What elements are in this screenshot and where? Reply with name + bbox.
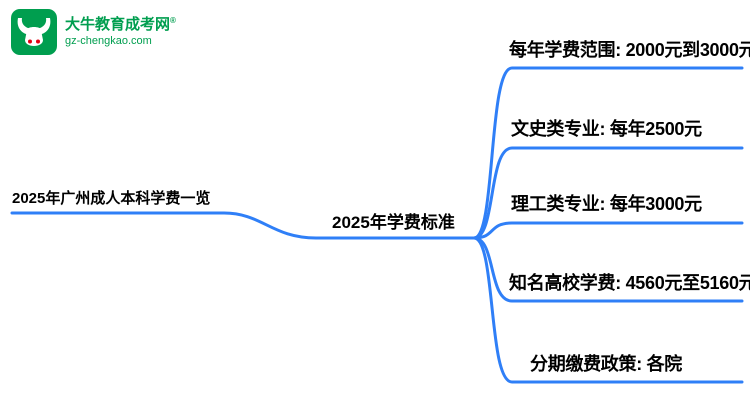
logo-url: gz-chengkao.com bbox=[65, 35, 152, 48]
branch-node-famous-universities[interactable]: 知名高校学费: 4560元至5160元 bbox=[509, 273, 750, 293]
logo-title: 大牛教育成考网® bbox=[65, 16, 176, 34]
site-logo[interactable]: 大牛教育成考网® gz-chengkao.com bbox=[10, 8, 176, 56]
connector-branch-2 bbox=[472, 146, 744, 240]
branch-node-tuition-range[interactable]: 每年学费范围: 2000元到3000元 bbox=[509, 40, 750, 60]
connector-branch-4 bbox=[472, 236, 744, 303]
registered-mark: ® bbox=[170, 16, 176, 26]
branch-node-installment-policy[interactable]: 分期缴费政策: 各院 bbox=[530, 354, 682, 374]
bull-logo-icon bbox=[11, 9, 57, 55]
branch-node-liberal-arts[interactable]: 文史类专业: 每年2500元 bbox=[511, 119, 702, 139]
root-node[interactable]: 2025年广州成人本科学费一览 bbox=[12, 190, 211, 207]
connector-branch-3 bbox=[472, 221, 744, 240]
center-node[interactable]: 2025年学费标准 bbox=[332, 213, 455, 232]
connector-branch-1 bbox=[472, 66, 744, 240]
logo-text-block: 大牛教育成考网® gz-chengkao.com bbox=[65, 16, 176, 48]
branch-node-science-engineering[interactable]: 理工类专业: 每年3000元 bbox=[511, 194, 702, 214]
connector-branch-5 bbox=[472, 236, 744, 384]
connector-root-to-center bbox=[10, 211, 476, 240]
